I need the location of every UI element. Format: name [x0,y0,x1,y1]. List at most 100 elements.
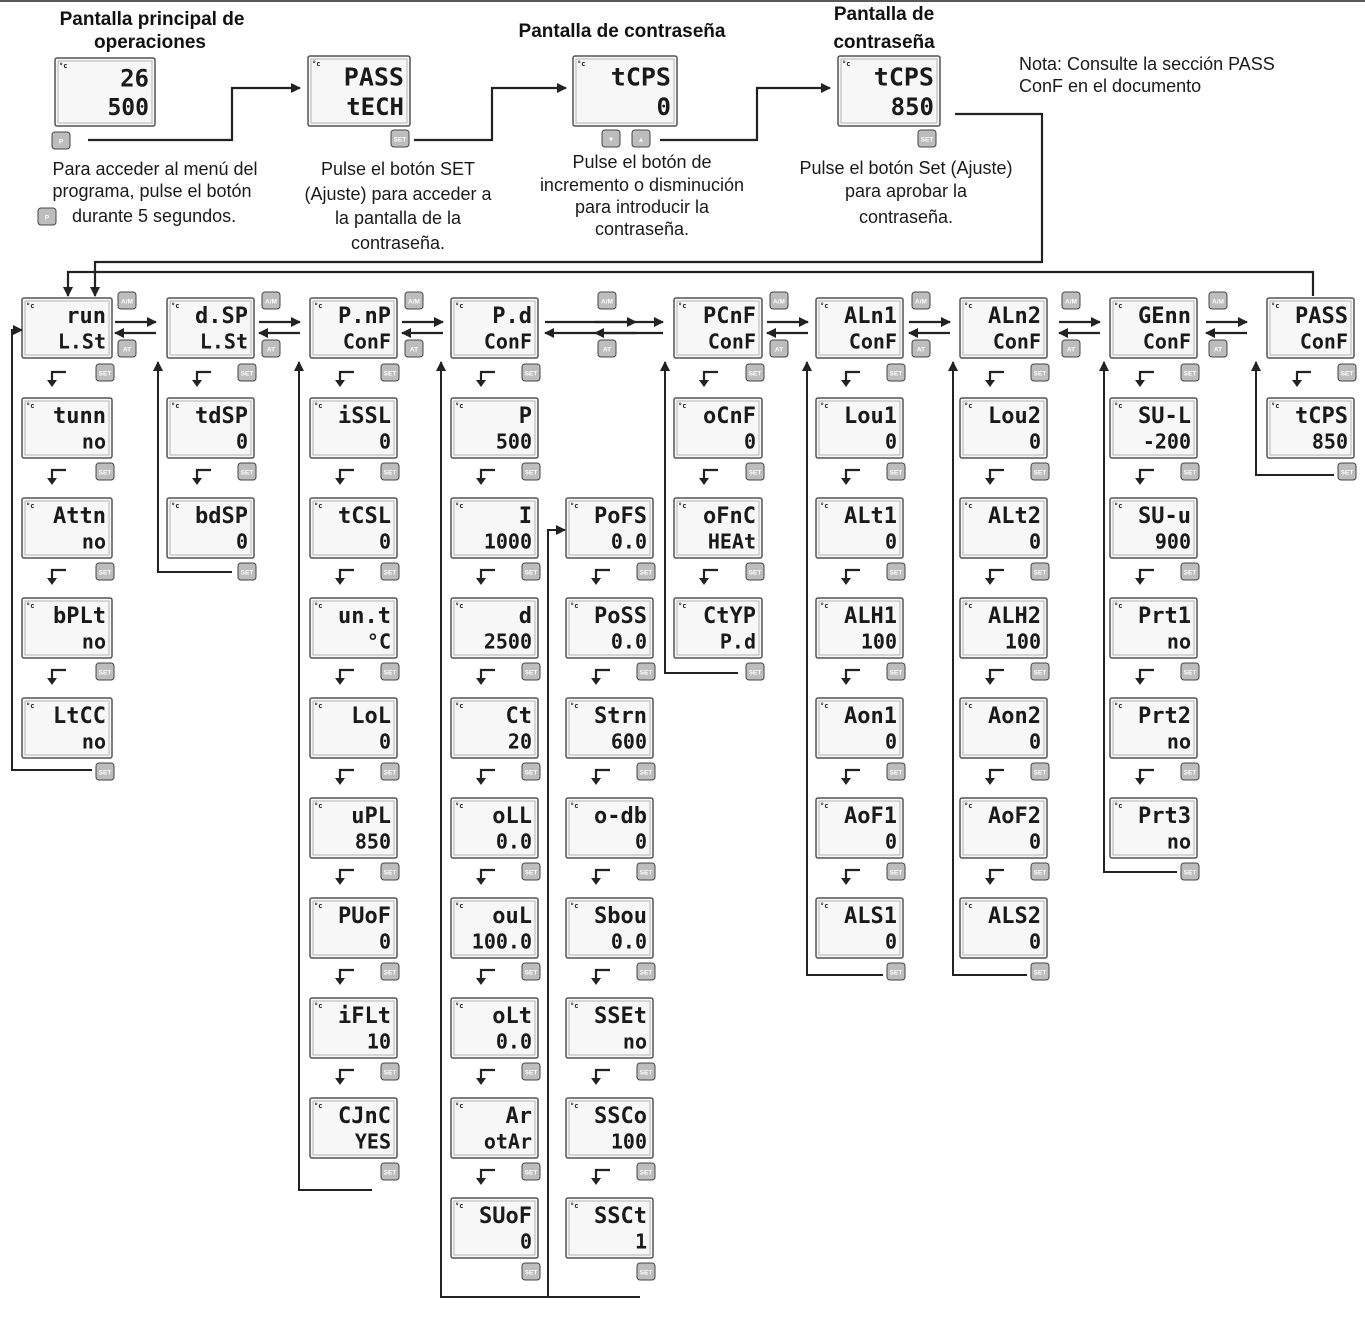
button-face[interactable] [521,962,541,981]
button-face[interactable] [1180,662,1200,681]
button-face[interactable] [37,207,57,226]
set-button[interactable]: SET [636,1162,656,1181]
button-face[interactable] [1030,462,1050,481]
set-button[interactable]: SET [95,762,115,781]
decrement-button[interactable]: ▼ [601,129,621,148]
button-face[interactable] [380,862,400,881]
set-button[interactable]: SET [1030,562,1050,581]
set-button[interactable]: SET [380,462,400,481]
set-button[interactable]: SET [380,1062,400,1081]
set-button[interactable]: SET [95,562,115,581]
button-face[interactable] [521,662,541,681]
set-button[interactable]: SET [636,962,656,981]
set-button[interactable]: SET [95,462,115,481]
set-button[interactable]: SET [886,762,906,781]
am-button[interactable]: A/M [404,291,424,310]
button-face[interactable] [745,363,765,382]
button-face[interactable] [1337,462,1357,481]
set-button[interactable]: SET [636,1062,656,1081]
button-face[interactable] [95,562,115,581]
set-button[interactable]: SET [1030,962,1050,981]
button-face[interactable] [1061,339,1081,358]
button-face[interactable] [380,1062,400,1081]
set-button[interactable]: SET [636,762,656,781]
set-button[interactable]: SET [521,1262,541,1281]
set-button[interactable]: SET [1180,762,1200,781]
button-face[interactable] [1180,862,1200,881]
at-button[interactable]: AT [404,339,424,358]
at-button[interactable]: AT [769,339,789,358]
button-face[interactable] [237,363,257,382]
set-button[interactable]: SET [636,1262,656,1281]
set-button[interactable]: SET [886,462,906,481]
button-face[interactable] [1030,962,1050,981]
set-button[interactable]: SET [521,462,541,481]
button-face[interactable] [521,1262,541,1281]
set-button[interactable]: SET [1337,462,1357,481]
button-face[interactable] [380,363,400,382]
button-face[interactable] [380,962,400,981]
button-face[interactable] [95,762,115,781]
button-face[interactable] [886,862,906,881]
button-face[interactable] [745,462,765,481]
set-button[interactable]: SET [1180,662,1200,681]
at-button[interactable]: AT [117,339,137,358]
set-button[interactable]: SET [521,962,541,981]
set-button[interactable]: SET [886,662,906,681]
button-face[interactable] [237,562,257,581]
increment-button[interactable]: ▲ [631,129,651,148]
button-face[interactable] [1180,462,1200,481]
button-face[interactable] [1180,562,1200,581]
button-face[interactable] [1061,291,1081,310]
button-face[interactable] [769,339,789,358]
set-button[interactable]: SET [1030,363,1050,382]
button-face[interactable] [1180,363,1200,382]
button-face[interactable] [521,762,541,781]
set-button[interactable]: SET [1030,862,1050,881]
at-button[interactable]: AT [1061,339,1081,358]
set-button[interactable]: SET [1180,462,1200,481]
button-face[interactable] [1030,862,1050,881]
set-button[interactable]: SET [521,762,541,781]
button-face[interactable] [117,339,137,358]
button-face[interactable] [521,562,541,581]
set-button[interactable]: SET [636,662,656,681]
set-button[interactable]: SET [1030,662,1050,681]
button-face[interactable] [521,862,541,881]
button-face[interactable] [745,562,765,581]
set-button[interactable]: SET [886,363,906,382]
set-button[interactable]: SET [636,562,656,581]
set-button[interactable]: SET [380,1162,400,1181]
button-face[interactable] [636,862,656,881]
p-button[interactable]: P [51,131,71,150]
button-face[interactable] [886,462,906,481]
am-button[interactable]: A/M [261,291,281,310]
am-button[interactable]: A/M [597,291,617,310]
button-face[interactable] [1030,363,1050,382]
button-face[interactable] [601,129,621,148]
button-face[interactable] [1208,339,1228,358]
button-face[interactable] [597,291,617,310]
set-button[interactable]: SET [886,962,906,981]
button-face[interactable] [636,562,656,581]
set-button[interactable]: SET [886,862,906,881]
button-face[interactable] [390,129,410,148]
at-button[interactable]: AT [1208,339,1228,358]
set-button[interactable]: SET [1030,462,1050,481]
button-face[interactable] [261,339,281,358]
button-face[interactable] [380,662,400,681]
am-button[interactable]: A/M [769,291,789,310]
set-button[interactable]: SET [380,762,400,781]
set-button[interactable]: SET [521,862,541,881]
button-face[interactable] [237,462,257,481]
button-face[interactable] [745,662,765,681]
button-face[interactable] [917,129,937,148]
button-face[interactable] [404,291,424,310]
am-button[interactable]: A/M [1061,291,1081,310]
button-face[interactable] [117,291,137,310]
button-face[interactable] [636,1262,656,1281]
set-button[interactable]: SET [521,562,541,581]
button-face[interactable] [886,363,906,382]
set-button[interactable]: SET [390,129,410,148]
button-face[interactable] [636,762,656,781]
